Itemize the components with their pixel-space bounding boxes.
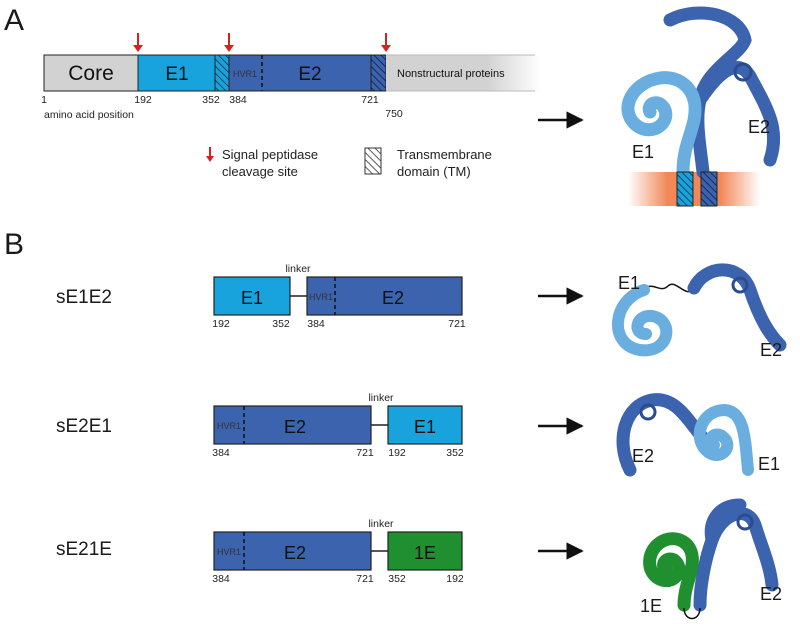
e1-tm-anchor [676,171,694,207]
cleavage-arrow-icon [133,33,143,52]
polyprotein-bar: Core E1 HVR1 E2 Nonstructural proteins [43,54,541,92]
construct-name: sE21E [56,539,112,560]
hvr1-label: HVR1 [217,547,241,557]
legend-signal-line2: cleavage site [222,164,298,179]
construct-name: sE1E2 [56,287,112,308]
cartoon-a-e1-label: E1 [632,142,654,162]
num-1: 192 [212,318,230,330]
num-3: 192 [388,447,406,459]
panel-a-label: A [4,4,24,37]
pos-352: 352 [202,94,220,106]
num-4: 352 [446,447,464,459]
pos-1: 1 [41,94,47,106]
nonstructural-segment [386,55,541,91]
e1-label: E1 [165,64,188,85]
legend: Signal peptidase cleavage site Transmemb… [206,147,492,179]
se1e2-cartoon: E1 E2 [611,263,787,360]
legend-tm-line2: domain (TM) [397,164,471,179]
num-4: 192 [446,573,464,585]
construct-name: sE2E1 [56,416,112,437]
construct-se2e1: sE2E1 HVR1 E2 E1 linker 384 721 192 352 … [56,392,780,477]
pos-384: 384 [229,94,247,106]
box2-label: E2 [382,288,404,308]
e2-label: E2 [298,64,321,85]
linker-label: linker [285,263,311,275]
e1-box [387,405,463,445]
e1-tm-segment [214,54,230,92]
e1-segment [137,54,216,92]
num-1: 384 [212,447,230,459]
e2-segment [228,54,372,92]
se2e1-cartoon: E2 E1 [616,393,780,477]
e2-box [213,405,372,445]
e2-tm-anchor [700,171,718,207]
linker-label: linker [368,392,394,404]
cartoon-label: 1E [640,596,662,616]
box2-label: E1 [414,417,436,437]
hvr1-label: HVR1 [217,421,241,431]
linker-label: linker [368,518,394,530]
box1-label: E1 [241,288,263,308]
se21e-cartoon: 1E E2 [640,498,782,620]
num-2: 721 [356,447,374,459]
cartoon-label: E2 [760,340,782,360]
num-2: 352 [272,318,290,330]
pos-192: 192 [134,94,152,106]
cartoon-label: E2 [760,584,782,604]
num-1: 384 [212,573,230,585]
cartoon-a-e2-label: E2 [748,117,770,137]
cartoon-label: E2 [632,446,654,466]
legend-tm-line1: Transmembrane [397,147,492,162]
reversed-e1-box [387,531,463,571]
construct-se1e2: sE1E2 E1 HVR1 E2 linker 192 352 384 721 … [56,263,787,360]
cartoon-label: E1 [618,273,640,293]
legend-cleavage-icon [206,147,214,162]
legend-signal-line1: Signal peptidase [222,147,318,162]
hvr1-label: HVR1 [233,69,257,79]
axis-caption: amino acid position [44,109,134,121]
core-segment [43,54,139,92]
box1-label: E2 [284,417,306,437]
box2-label: 1E [414,543,436,563]
hvr1-label: HVR1 [309,292,333,302]
num-2: 721 [356,573,374,585]
cleavage-arrow-icon [224,33,234,52]
construct-se21e: sE21E HVR1 E2 1E linker 384 721 352 192 … [56,498,782,620]
membrane [628,172,760,206]
e2-strand [663,6,781,179]
core-label: Core [68,62,114,85]
e2-box [306,276,463,316]
panel-b-label: B [4,228,24,261]
cartoon-label: E1 [758,454,780,474]
pos-721: 721 [361,94,379,106]
nonstructural-label: Nonstructural proteins [397,68,505,80]
cleavage-arrow-icon [381,33,391,52]
e2-tm-segment [370,54,387,92]
num-3: 352 [388,573,406,585]
pos-750: 750 [385,108,403,120]
box1-label: E2 [284,543,306,563]
num-4: 721 [448,318,466,330]
e1-strand [621,71,702,179]
legend-tm-swatch [364,147,382,175]
e1e2-membrane-cartoon: E1 E2 [621,6,781,207]
cleavage-arrows [133,33,391,52]
num-3: 384 [307,318,325,330]
